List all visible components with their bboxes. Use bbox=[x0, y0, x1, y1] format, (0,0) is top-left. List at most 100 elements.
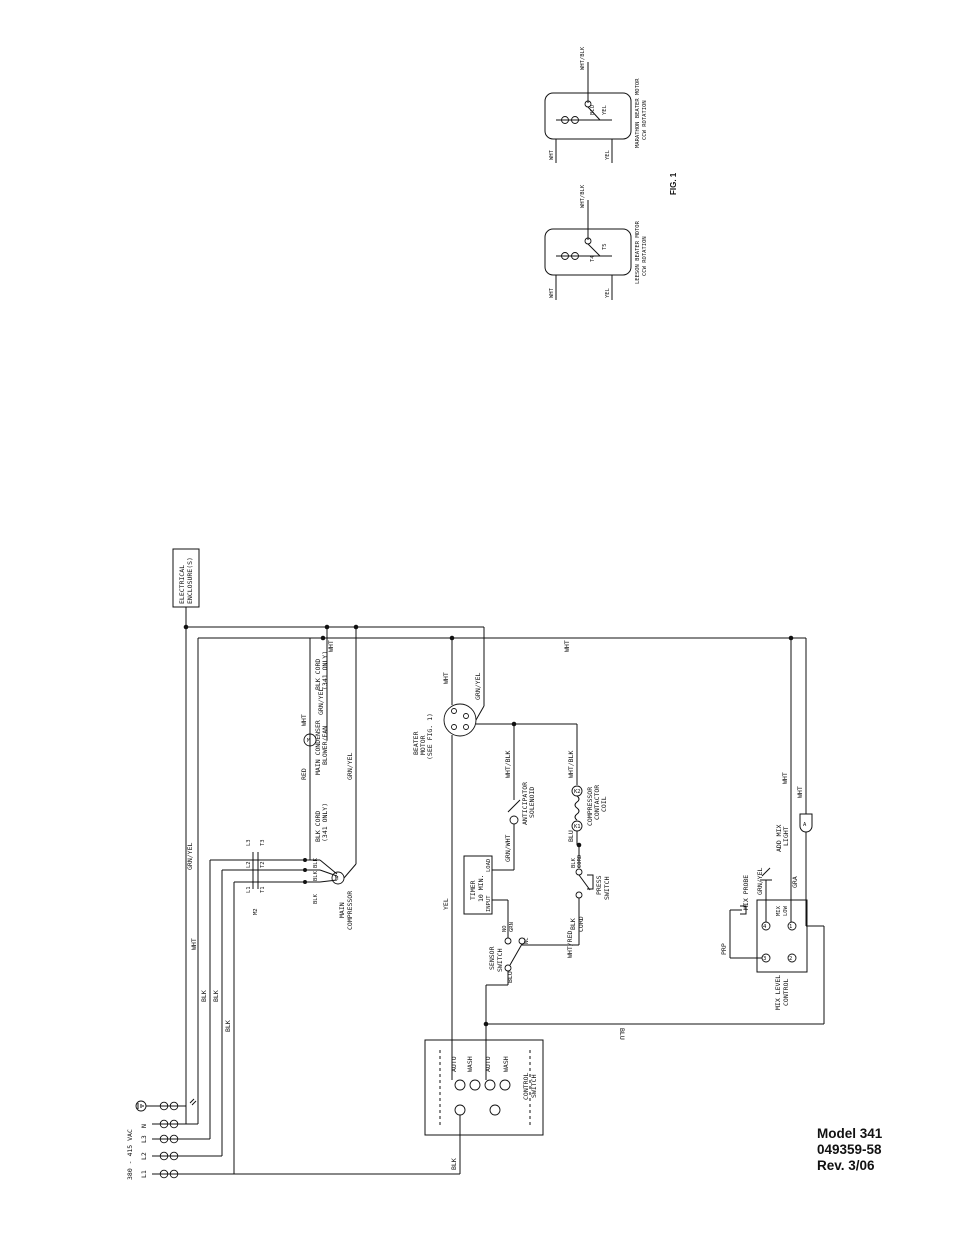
wire-label: BLU bbox=[567, 830, 575, 842]
beater-label-3: (SEE FIG. 1) bbox=[426, 713, 434, 760]
leeson-motor-subtitle: CCW ROTATION bbox=[642, 236, 648, 276]
wire-label: CORD bbox=[577, 916, 585, 932]
control-switch-label-2: SWITCH bbox=[530, 1074, 538, 1098]
wire-label: WHT/BLK bbox=[567, 751, 575, 778]
electrical-enclosure: ELECTRICAL ENCLOSURE(S) bbox=[173, 549, 199, 607]
fan-symbol: M bbox=[307, 738, 311, 744]
sensor-switch: NO GRN NC SENSOR SWITCH BLU WHT/RED bbox=[483, 922, 579, 1040]
wire-label: WHT/RED bbox=[566, 931, 574, 958]
fig1-wire-label: WHT/BLK bbox=[580, 184, 586, 208]
beater-motor: WHT GRN/YEL BEATER MOTOR (SEE FIG. 1) YE… bbox=[412, 638, 577, 1040]
terminal-l1 bbox=[160, 1170, 168, 1178]
contact-label: M2 bbox=[253, 908, 259, 915]
timer-label-1: TIMER bbox=[469, 880, 477, 900]
sensor-grn: GRN bbox=[509, 922, 515, 932]
fig1-wire-label: WHT bbox=[549, 149, 555, 160]
light-label-1: ADD MIX bbox=[775, 825, 783, 852]
fan-label-2: BLOWER/FAN bbox=[321, 726, 329, 765]
terminal-pair bbox=[170, 1135, 178, 1143]
wire-label: BLK bbox=[313, 870, 319, 881]
solenoid-label-2: SOLENOID bbox=[528, 787, 536, 818]
terminal-l3 bbox=[160, 1135, 168, 1143]
contact-label: T3 bbox=[260, 839, 266, 846]
wire-label: GRA bbox=[791, 876, 799, 888]
contactor-label-2: CONTACTOR bbox=[593, 785, 601, 820]
contact-label: T1 bbox=[260, 886, 266, 893]
wire-label-wht-top: WHT bbox=[327, 640, 335, 652]
contact-label: L3 bbox=[246, 839, 252, 846]
cord-label: BLK CORD bbox=[314, 659, 322, 690]
wire-label-blk: BLK bbox=[200, 990, 208, 1002]
fig1-wire-label: YEL bbox=[605, 287, 611, 298]
marathon-terminal bbox=[572, 117, 579, 124]
wire-label-grn-yel-left: GRN/YEL bbox=[186, 843, 194, 870]
fig1-wire-label: BLU bbox=[590, 105, 596, 115]
terminal-label-l2: L2 bbox=[140, 1152, 148, 1160]
contact-label: T2 bbox=[260, 861, 266, 868]
mlc-pin: 1 bbox=[789, 924, 792, 930]
cord-label: (341 ONLY) bbox=[321, 651, 329, 690]
mlc-pin: 2 bbox=[789, 956, 792, 962]
control-switch-label-1: CONTROL bbox=[522, 1073, 530, 1100]
wire-label-wht-top: WHT bbox=[563, 640, 571, 652]
wire-label-red: RED bbox=[300, 768, 308, 780]
terminal-pair bbox=[170, 1102, 178, 1110]
model-number: Model 341 bbox=[817, 1126, 883, 1141]
part-number: 049359-58 bbox=[817, 1142, 882, 1157]
wire-label: BLK bbox=[569, 918, 577, 930]
timer-load: LOAD bbox=[486, 859, 492, 872]
press-switch-label-2: SWITCH bbox=[603, 876, 611, 900]
wire-label: GRN/YEL bbox=[756, 868, 764, 895]
press-switch-label-1: PRESS bbox=[595, 875, 603, 895]
marathon-motor-subtitle: CCW ROTATION bbox=[642, 100, 648, 140]
marathon-motor-title: MARATHON BEATER MOTOR bbox=[635, 78, 641, 148]
wire-label: WHT bbox=[781, 772, 789, 784]
press-switch: BLK CORD PRESS SWITCH BLK CORD bbox=[569, 845, 611, 945]
model-info: Model 341 049359-58 Rev. 3/06 bbox=[817, 1126, 882, 1174]
mlc-low-1: MIX bbox=[776, 905, 782, 916]
wire-label: BLK bbox=[313, 857, 319, 868]
beater-label-2: MOTOR bbox=[419, 735, 427, 755]
wire-label-grn-yel: GRN/YEL bbox=[346, 753, 354, 780]
wire-label-grn-yel: GRN/YEL bbox=[474, 673, 482, 700]
main-compressor: M BLK BLK BLK MAIN COMPRESSOR GRN/YEL BL… bbox=[303, 627, 356, 930]
press-cord-label: CORD bbox=[577, 855, 583, 868]
terminal-n bbox=[160, 1120, 168, 1128]
timer-label-2: 10 MIN. bbox=[477, 875, 485, 902]
wire-label-blk: BLK bbox=[450, 1158, 458, 1170]
fig1-wire-label: WHT bbox=[549, 287, 555, 298]
switch-pos: WASH bbox=[502, 1056, 510, 1072]
mlc-pin: 4 bbox=[763, 924, 767, 930]
mlc-label-1: MIX LEVEL bbox=[774, 975, 782, 1010]
light-label-2: LIGHT bbox=[782, 826, 790, 846]
sensor-label-2: SWITCH bbox=[496, 948, 504, 972]
light-symbol: A bbox=[803, 822, 807, 828]
sensor-label-1: SENSOR bbox=[488, 946, 496, 970]
sensor-nc: NC bbox=[524, 937, 530, 944]
k2-label: K2 bbox=[574, 789, 581, 795]
enclosure-label-2: ENCLOSURE(S) bbox=[186, 557, 194, 604]
terminal-label-n: N bbox=[140, 1124, 148, 1128]
wire-label-yel: YEL bbox=[442, 898, 450, 910]
terminal-pair bbox=[170, 1152, 178, 1160]
terminal-label-l3: L3 bbox=[140, 1135, 148, 1143]
compressor-label-2: COMPRESSOR bbox=[346, 891, 354, 930]
cord-label: BLK CORD bbox=[314, 811, 322, 842]
compressor-contactor-coil: K2 K1 WHT/BLK COMPRESSOR CONTACTOR COIL … bbox=[567, 724, 608, 848]
wire-label: PRP bbox=[720, 943, 728, 955]
add-mix-light: A WHT WHT ADD MIX LIGHT bbox=[775, 638, 812, 926]
fan-label-1: MAIN CONDENSER bbox=[314, 720, 322, 775]
wire-label: WHT bbox=[796, 786, 804, 798]
beater-label-1: BEATER bbox=[412, 731, 420, 755]
wire-label-blu: BLU bbox=[618, 1028, 626, 1040]
timer: TIMER 10 MIN. LOAD INPUT bbox=[464, 856, 514, 930]
wire-label: BLK bbox=[313, 893, 319, 904]
wire-label-wht: WHT bbox=[300, 714, 308, 726]
fig1-wire-label: WHT/BLK bbox=[580, 46, 586, 70]
fig1-group: WHT/BLK WHT YEL BLU YEL MARATHON BEATER … bbox=[545, 46, 678, 300]
condenser-fan: M RED WHT MAIN CONDENSER BLOWER/FAN GRN/… bbox=[300, 638, 329, 860]
mlc-pin: 3 bbox=[763, 956, 766, 962]
wire-label-wht: WHT bbox=[442, 672, 450, 684]
wire-label-grn-yel: GRN/YEL bbox=[317, 688, 325, 715]
anticipator-solenoid: WHT/BLK ANTICIPATOR SOLENOID GRN/WHT bbox=[504, 724, 536, 870]
